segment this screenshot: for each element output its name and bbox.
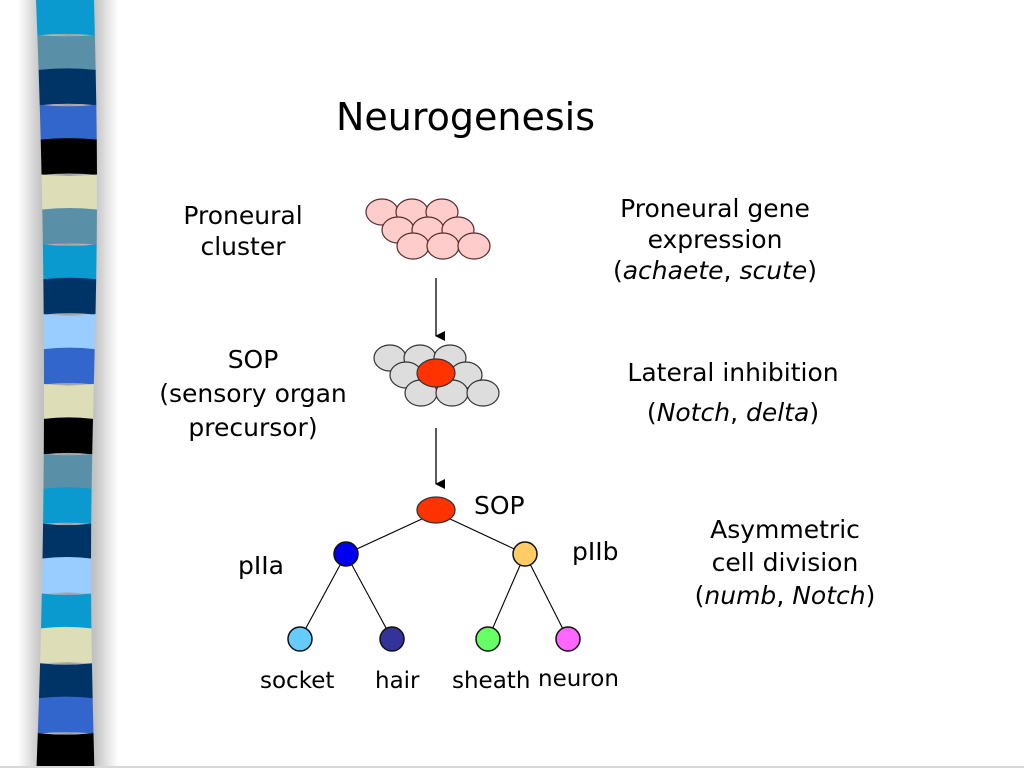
stripe-segment [40, 593, 92, 631]
lineage-hair-label: hair [375, 668, 420, 694]
lineage-edge [447, 517, 526, 555]
lineage-neuron-label: neuron [538, 666, 619, 692]
cell [426, 232, 460, 260]
lineage-piib-cell [512, 541, 538, 567]
lineage-piia-label: pIIa [238, 551, 284, 580]
lineage-edge [299, 553, 347, 640]
lineage-edge [345, 553, 393, 640]
lineage-tree [287, 496, 581, 652]
lineage-piia-cell [333, 541, 359, 567]
paren-open: ( [694, 581, 705, 610]
slide-bottom-border [0, 766, 1024, 768]
gene-achaete: achaete [622, 256, 724, 285]
proneural-cluster-label: Proneural cluster [158, 200, 328, 262]
cell [457, 232, 491, 260]
gene-list: (achaete, scute) [565, 255, 865, 286]
cell [396, 232, 430, 260]
stripe-segment [42, 244, 97, 282]
stripe-segment [41, 557, 92, 594]
separator: , [776, 581, 793, 610]
label-line: (sensory organ [159, 379, 347, 408]
stripe-segment [42, 523, 92, 561]
proneural-gene-expression-text: Proneural gene expression (achaete, scut… [565, 193, 865, 286]
proneural-cluster-cells [365, 198, 491, 260]
lineage-edge [524, 553, 569, 640]
stripe-segment [39, 104, 97, 142]
stripe-segment [41, 174, 97, 212]
label-line: cluster [200, 232, 286, 261]
description-line: Lateral inhibition [627, 358, 839, 387]
gene-scute: scute [739, 256, 808, 285]
stripe-segment [37, 696, 94, 734]
asymmetric-division-text: Asymmetric cell division (numb, Notch) [660, 513, 910, 612]
paren-open: ( [646, 398, 657, 427]
stripe-segment [43, 417, 93, 455]
gene-delta: delta [745, 398, 810, 427]
stripe-segment [43, 453, 93, 491]
label-line: precursor) [188, 413, 318, 442]
stripe-segment [42, 207, 97, 245]
gene-notch: Notch [792, 581, 866, 610]
lineage-root-cell [416, 496, 456, 524]
sop-cluster-cells [373, 344, 500, 407]
paren-close: ) [809, 398, 820, 427]
stripe-segment [43, 487, 92, 525]
gene-notch: Notch [656, 398, 731, 427]
slide-title: Neurogenesis [336, 95, 596, 139]
gene-list: (Notch, delta) [583, 393, 883, 433]
selected-sop-cell [416, 358, 456, 388]
stripe-segment [38, 68, 97, 106]
cell [466, 379, 500, 407]
stripe-segment [43, 277, 97, 315]
lineage-hair-cell [379, 626, 405, 652]
separator: , [730, 398, 746, 427]
lateral-inhibition-text: Lateral inhibition (Notch, delta) [583, 353, 883, 433]
separator: , [723, 256, 740, 285]
lineage-neuron-cell [555, 626, 581, 652]
stripe-segment [36, 733, 95, 768]
stripe-segment [43, 347, 95, 385]
lineage-sheath-cell [475, 626, 501, 652]
stripe-segment [36, 0, 95, 36]
description-line: Proneural gene [620, 194, 810, 223]
lineage-edge [345, 517, 425, 555]
stripe-segment [43, 384, 94, 421]
stripe-segment [38, 663, 93, 701]
lineage-piib-label: pIIb [572, 537, 619, 566]
paren-close: ) [807, 256, 818, 285]
stripe-segment [37, 34, 96, 72]
gene-numb: numb [704, 581, 777, 610]
description-line: cell division [711, 548, 859, 577]
lineage-socket-cell [287, 626, 313, 652]
paren-close: ) [865, 581, 876, 610]
description-line: expression [647, 225, 783, 254]
lineage-edge [487, 553, 526, 640]
lineage-socket-label: socket [260, 668, 335, 694]
stripe-segment [40, 626, 92, 664]
lineage-sheath-label: sheath [452, 668, 531, 694]
stripe-segment [43, 314, 96, 352]
sop-label: SOP (sensory organ precursor) [128, 343, 378, 445]
label-line: Proneural [183, 201, 303, 230]
paren-open: ( [612, 256, 623, 285]
lineage-root-label: SOP [474, 491, 525, 520]
gene-list: (numb, Notch) [660, 579, 910, 612]
stripe-segment [40, 138, 97, 176]
label-line: SOP [227, 345, 279, 374]
description-line: Asymmetric [710, 515, 860, 544]
